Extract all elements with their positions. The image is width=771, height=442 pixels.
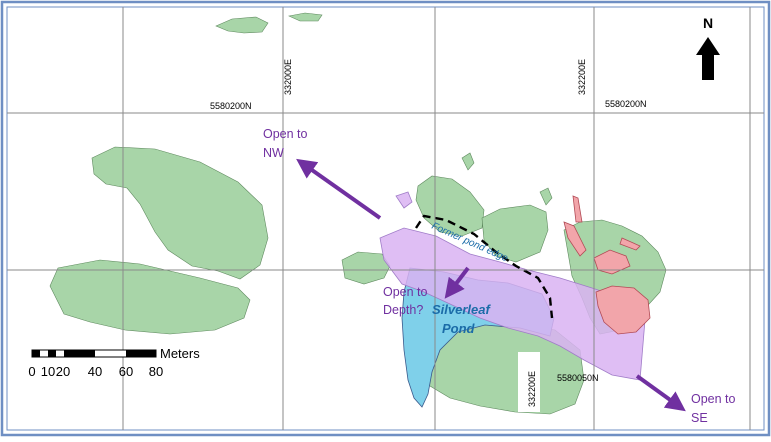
outcrop-north-small: [461, 152, 475, 171]
easting-label-top-right: 332200E: [577, 59, 587, 95]
northing-label-left: 5580200N: [210, 101, 252, 111]
outcrop-north-central: [415, 175, 485, 237]
open-to-se-line2: SE: [691, 411, 708, 425]
outcrop-top-left-islet: [215, 16, 269, 34]
north-label: N: [703, 15, 713, 31]
scale-tick-0: 0: [28, 364, 35, 379]
red-unit-strip-c: [619, 237, 641, 251]
outcrop-center-west: [341, 251, 391, 285]
easting-label-bottom: 332200E: [527, 371, 537, 407]
scale-unit: Meters: [160, 346, 200, 361]
arrow-depth: [444, 266, 470, 299]
former-pond-edge-line: [415, 214, 554, 319]
open-to-se-line1: Open to: [691, 392, 736, 406]
pond-name-line1: Silverleaf: [432, 302, 491, 317]
scale-segment-4: [126, 350, 156, 357]
red-unit-strip-a: [563, 221, 587, 257]
outcrop-southwest: [49, 259, 251, 335]
open-to-nw-line1: Open to: [263, 127, 308, 141]
scale-segment-2: [48, 350, 56, 357]
north-arrow-icon: [696, 37, 720, 80]
red-unit-layer: [563, 195, 651, 335]
scale-tick-20: 20: [56, 364, 70, 379]
direction-arrows: [296, 158, 686, 412]
open-to-depth-line1: Open to: [383, 285, 428, 299]
north-arrow: N: [696, 15, 720, 80]
pond-name-line2: Pond: [442, 321, 476, 336]
scale-tick-40: 40: [88, 364, 102, 379]
outcrop-northeast-a: [481, 204, 549, 263]
outcrop-layer: [49, 12, 667, 415]
mineral-zone-cap: [395, 191, 413, 209]
northing-label-bottom: 5580050N: [557, 373, 599, 383]
pond-name: Silverleaf Pond: [432, 302, 491, 336]
scale-segment-1: [32, 350, 40, 357]
coordinate-grid: [7, 7, 764, 430]
scale-tick-10: 10: [41, 364, 55, 379]
arrow-se: [635, 374, 686, 412]
scale-tick-labels: 0 10 20 40 60 80: [28, 364, 163, 379]
map-inner-border: [6, 6, 765, 431]
red-unit-strip-b: [572, 195, 583, 223]
red-unit-east: [595, 285, 651, 335]
annotations: Open to NW Open to Depth? Open to SE: [263, 127, 736, 425]
scale-tick-80: 80: [149, 364, 163, 379]
scale-segment-3: [64, 350, 95, 357]
northing-label-right: 5580200N: [605, 99, 647, 109]
mineral-zone-layer: [379, 191, 647, 381]
grid-labels: 332000E 332200E 5580200N 5580200N 332200…: [210, 59, 647, 412]
open-to-depth-line2: Depth?: [383, 303, 423, 317]
easting-label-bottom-bg: [518, 352, 540, 412]
outcrop-top-islet: [288, 12, 323, 22]
open-to-nw-line2: NW: [263, 146, 284, 160]
scale-tick-60: 60: [119, 364, 133, 379]
outcrop-northeast-b: [539, 187, 553, 206]
arrow-nw: [296, 158, 382, 220]
scale-bar: Meters 0 10 20 40 60 80: [28, 346, 200, 379]
easting-label-top-left: 332000E: [283, 59, 293, 95]
mineral-zone-belt: [379, 227, 647, 381]
